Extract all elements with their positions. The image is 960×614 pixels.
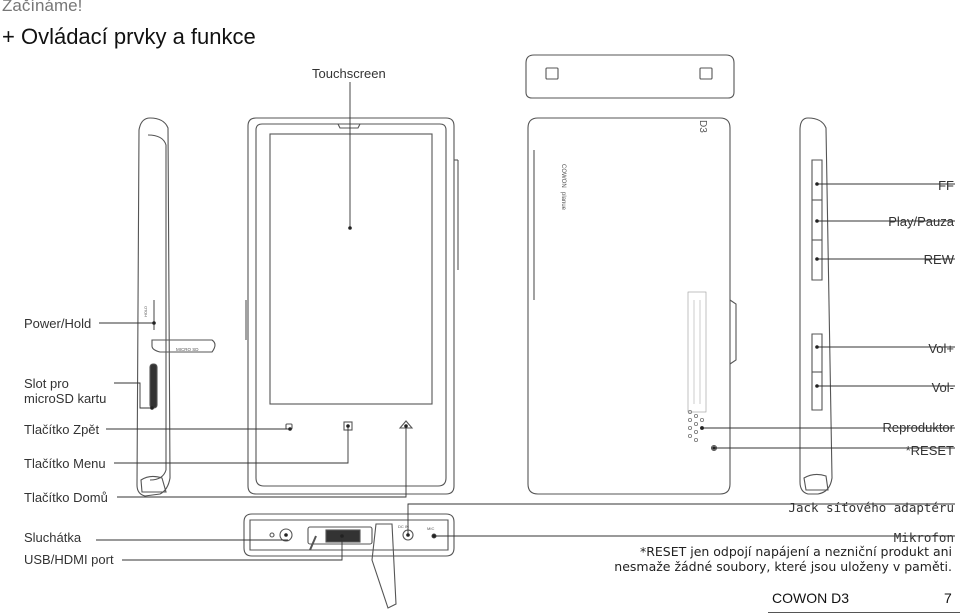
device-brand-mark: COWON [560,164,566,188]
mic-mark: MIC [427,526,434,531]
label-touchscreen: Touchscreen [312,66,386,81]
microsd-mark: MICRO SD [176,347,199,352]
page-title: + Ovládací prvky a funkce [2,24,256,49]
label-headphones: Sluchátka [24,530,82,545]
right-side-view [799,117,833,495]
dc-in-mark: DC IN [398,524,409,529]
label-speaker: Reproduktor [882,420,954,435]
hold-mark: HOLD [143,306,148,317]
reset-note-line2: nesmaže žádné soubory, které jsou uložen… [614,559,952,574]
leader-lines [99,82,955,561]
label-home-button: Tlačítko Domů [24,490,108,505]
label-vol-down: Vol- [931,380,954,395]
reset-note-line1: *RESET jen odpojí napájení a nezniční pr… [639,544,952,559]
leader-dots [150,182,819,538]
label-vol-up: Vol+ [928,341,954,356]
device-model-mark: D3 [697,120,708,133]
label-back-button: Tlačítko Zpět [24,422,100,437]
label-dc-jack: Jack síťového adaptéru [788,500,954,515]
label-ff: FF [938,178,954,193]
label-power-hold: Power/Hold [24,316,92,331]
label-reset: *RESET [905,443,954,458]
bottom-view [243,513,455,609]
label-rew: REW [923,252,954,267]
label-play-pause: Play/Pauza [888,214,954,229]
label-slot-line1: Slot pro [24,376,69,391]
top-view [525,54,735,99]
footer-brand: COWON D3 [772,590,849,606]
section-title: Začínáme! [2,0,83,15]
device-series-mark: planue [560,192,566,211]
label-usb-hdmi: USB/HDMI port [24,552,114,567]
back-view [527,117,737,495]
page-number: 7 [944,590,952,606]
label-microphone: Mikrofon [893,530,954,545]
label-menu-button: Tlačítko Menu [24,456,106,471]
left-side-view [136,117,216,497]
front-view [245,117,459,495]
footer-rule [768,612,960,613]
reset-note: *RESET jen odpojí napájení a nezniční pr… [614,544,952,574]
label-slot-line2: microSD kartu [24,391,107,406]
